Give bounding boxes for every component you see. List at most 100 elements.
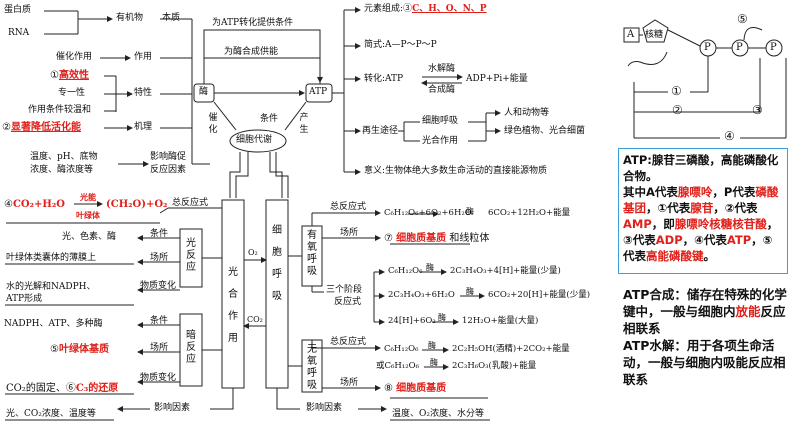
atp-synthesis-panel: ATP合成：储存在特殊的化学键中，一般与细胞内放能反应相联系 ATP水解：用于各… [621,286,794,446]
co2-fix-item: CO₂的固定、⑥C₃的还原 [6,383,118,394]
info1-k: ，③代表 [623,217,779,247]
dark-reaction-label: 暗反应 [186,330,196,365]
an-left: C₆H₁₂O₆ [384,344,419,354]
hydrolase-label: 水解酶 [428,64,456,74]
respiration-main-label: 细胞呼吸 [272,225,282,302]
num-5: ⑤ [50,344,59,355]
convert-label: 转化: [364,74,386,84]
info1-q: 。 [703,249,716,263]
resp-factors: 温度、O₂浓度、水分等 [392,409,484,419]
provide-condition-label: 为ATP转化提供条件 [212,18,294,28]
photo-label: 光合作用 [422,136,459,146]
stage2-enzyme: 酶 [466,287,474,296]
supply-energy-label: 为酶合成供能 [224,47,279,57]
dark-condition: NADPH、ATP、多种酶 [4,319,103,329]
aerobic-product: 6CO₂+12H₂O+能量 [488,208,571,218]
num-8: ⑧ [384,383,393,394]
info1-c: ，P代表 [712,185,756,199]
light-condition: 光、色素、酶 [62,232,117,242]
num-6: ⑥ [65,383,76,394]
stroma-answer: 叶绿体基质 [58,344,109,355]
atp-elements: 元素组成:③C、H、O、N、P [364,4,487,15]
affect1-label: 影响酶促 [150,152,187,162]
stage3-enzyme: 酶 [438,313,446,322]
c3-answer: C₃的还原 [75,383,119,394]
co2-fix-label: CO₂的固定、 [6,383,66,394]
atp-formula: 简式:A—P～P～P [364,40,437,51]
elements-label: 元素组成: [364,4,404,14]
phosphate-1: P [704,42,711,53]
info1-g: ，②代表 [713,201,758,215]
factors2-label: 浓度、酶浓度等 [30,165,94,175]
an-or: 或C₆H₁₂O₆ [376,361,420,371]
an-place-item: ⑧ 细胞质基质 [384,383,446,394]
stage1-left: C₆H₁₂O₆ [388,266,423,276]
dark-cond-label: 条件 [150,316,169,326]
photo-total-label: 总反应式 [172,198,209,208]
mechanism-label: 机理 [134,122,153,132]
info1-amp: AMP [623,217,652,231]
info1-atp: ATP [726,233,752,247]
mild-label: 作用条件较温和 [28,105,92,115]
an-enzyme2: 酶 [430,358,438,367]
photosynthesis-main-label: 光合作用 [228,267,238,344]
organic-label: 有机物 [116,13,144,23]
lower-energy-answer: 显著降低活化能 [10,122,81,133]
atp-num-3: ③ [752,103,763,117]
plants-label: 绿色植物、光合细菌 [504,126,586,136]
dark-place-label: 场所 [150,343,169,353]
aerobic-label: 有氧呼吸 [307,230,317,277]
info1-adenosine: 腺苷 [690,201,714,215]
an-place-label: 场所 [340,378,359,388]
stage1-enzyme: 酶 [426,263,434,272]
meaning-label: 意义:生物体绝大多数生命活动的直接能源物质 [364,166,548,176]
info1-adenine: 腺嘌呤 [677,185,713,199]
aer-place-label: 场所 [340,228,359,238]
atp-convert-label: 转化:ATP [364,74,403,85]
aer-place-item: ⑦ 细胞质基质 和线粒体 [384,233,489,244]
info1-adp: ADP [655,233,683,247]
info1-nucleotide: 腺嘌呤核糖核苷酸 [674,217,767,231]
rna-label: RNA [8,28,30,38]
info1-e: ，①代表 [646,201,691,215]
elements-answer: C、H、O、N、P [412,4,487,14]
rx-eq-label: 反应式 [334,297,362,307]
animals-label: 人和动物等 [504,108,550,118]
an-right2: 2C₃H₆O₃(乳酸)+能量 [452,361,537,371]
synthesis-text: ATP合成：储存在特殊的化学键中，一般与细胞内 [623,287,787,319]
photo-reactants: CO₂+H₂O [12,199,65,210]
num-7: ⑦ [384,233,393,244]
essence-label: 本质 [162,13,181,23]
atp-a-label: A [627,29,635,40]
photo-products: (CH₂O)+O₂ [106,199,168,210]
atp-num-5: ⑤ [737,12,748,26]
resp-label: 细胞呼吸 [422,116,459,126]
aerobic-enzyme: 酶 [466,207,474,216]
chloroplast-label: 叶绿体 [76,210,100,220]
light-energy-label: 光能 [80,192,96,202]
produce-label: 产生 [299,113,309,135]
stage1-right: 2C₃H₄O₃+4[H]+能量(少量) [450,266,561,276]
atp-node: ATP [309,87,328,97]
lower-energy-item: ②显著降低活化能 [2,122,81,133]
atp-form-label: ATP形成 [6,294,43,304]
cond-label: 条件 [150,229,169,239]
num-1: ① [50,70,59,81]
thylakoid-label: 叶绿体类囊体的薄膜上 [6,253,97,263]
an-enzyme1: 酶 [428,341,436,350]
resp-affect-label: 影响因素 [306,403,343,413]
formula-label: 简式: [364,40,386,50]
stage3-left: 24[H]+6O₂ [388,316,436,326]
ribose-label: 核糖 [645,30,664,40]
efficient-item: ①高效性 [50,70,89,81]
info1-m: ，④代表 [682,233,727,247]
synthesis-tail: 反应相联系 [623,304,786,336]
resp-total-label: 总反应式 [330,202,367,212]
an-place-answer: 细胞质基质 [396,383,447,394]
phosphate-3: P [770,42,777,53]
atp-num-4: ④ [724,129,735,143]
photo-total-eq: ④CO₂+H₂O [4,199,65,210]
num-4: ④ [4,199,13,210]
